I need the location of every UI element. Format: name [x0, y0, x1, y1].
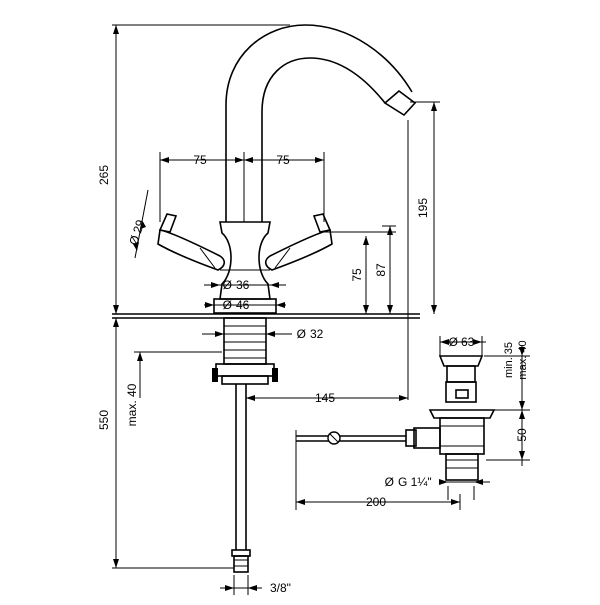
value: G 1¼" — [398, 475, 432, 489]
label-connection: 3/8" — [270, 581, 291, 595]
label-total-height: 265 — [97, 165, 111, 185]
label-reach: 145 — [315, 391, 335, 405]
label-max-40: max. 40 — [125, 383, 139, 426]
value: 32 — [310, 327, 324, 341]
label-max-40-waste: max. 40 — [517, 340, 529, 379]
diameter-symbol: Ø — [297, 327, 306, 341]
label-rod-length: 200 — [366, 495, 386, 509]
label-waste-diameter: Ø 63 — [449, 335, 475, 349]
diameter-symbol: Ø — [223, 278, 232, 292]
right-handle — [264, 213, 333, 271]
diameter-symbol: Ø — [385, 475, 394, 489]
pop-up-waste — [296, 355, 496, 481]
label-handle-diameter: Ø 29 — [126, 218, 147, 247]
dimension-labels: 265 550 195 75 75 75 87 145 max. 40 Ø 36… — [97, 153, 529, 595]
label-hose-length: 550 — [97, 410, 111, 430]
left-handle — [157, 213, 226, 271]
value: 63 — [461, 335, 475, 349]
faucet-spout — [225, 24, 417, 222]
label-base-diameter-1: Ø 36 — [223, 278, 250, 292]
label-base-diameter-2: Ø 46 — [223, 298, 250, 312]
label-handle-right: 75 — [276, 153, 290, 167]
label-spout-height: 195 — [416, 198, 430, 218]
label-min-35: min. 35 — [503, 342, 515, 378]
label-shank-diameter: Ø 32 — [297, 327, 324, 341]
diameter-symbol: Ø — [449, 335, 458, 349]
dimension-lines — [112, 24, 530, 595]
label-height-87: 87 — [374, 263, 388, 277]
label-waste-50: 50 — [515, 428, 529, 442]
value: 36 — [236, 278, 250, 292]
label-thread: Ø G 1¼" — [385, 475, 432, 489]
arrowheads — [113, 25, 525, 591]
diameter-symbol: Ø — [223, 298, 232, 312]
label-handle-left: 75 — [193, 153, 207, 167]
diameter-symbol: Ø — [126, 234, 142, 247]
supply-hose — [231, 384, 251, 573]
value: 46 — [236, 298, 250, 312]
label-height-75: 75 — [350, 268, 364, 282]
value: 29 — [130, 218, 148, 235]
mounting-shank — [212, 317, 278, 385]
